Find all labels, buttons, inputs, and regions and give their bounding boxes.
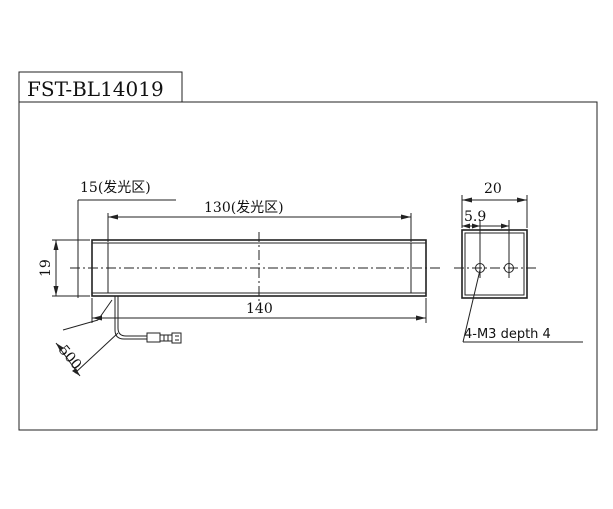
connector-plug <box>146 332 161 343</box>
hole-note: 4-M3 depth 4 <box>464 327 551 342</box>
drawing-frame <box>18 101 598 431</box>
dim-height: 19 <box>38 259 54 277</box>
dim-hole-offset: 5.9 <box>464 209 486 225</box>
dim-emitting-width: 15(发光区) <box>80 180 151 196</box>
cable-assembly <box>114 296 182 344</box>
front-view: 15(发光区) 130(发光区) 19 140 <box>38 180 440 377</box>
dim-side-width: 20 <box>484 181 502 197</box>
side-body <box>461 229 528 299</box>
model-title: FST-BL14019 <box>27 77 164 101</box>
hole-leader <box>462 269 481 343</box>
side-view: 20 5.9 4-M3 depth 4 <box>454 181 583 343</box>
dim-total-length: 140 <box>246 301 273 317</box>
dim-emitting-length: 130(发光区) <box>204 200 284 216</box>
title-box <box>18 71 183 103</box>
